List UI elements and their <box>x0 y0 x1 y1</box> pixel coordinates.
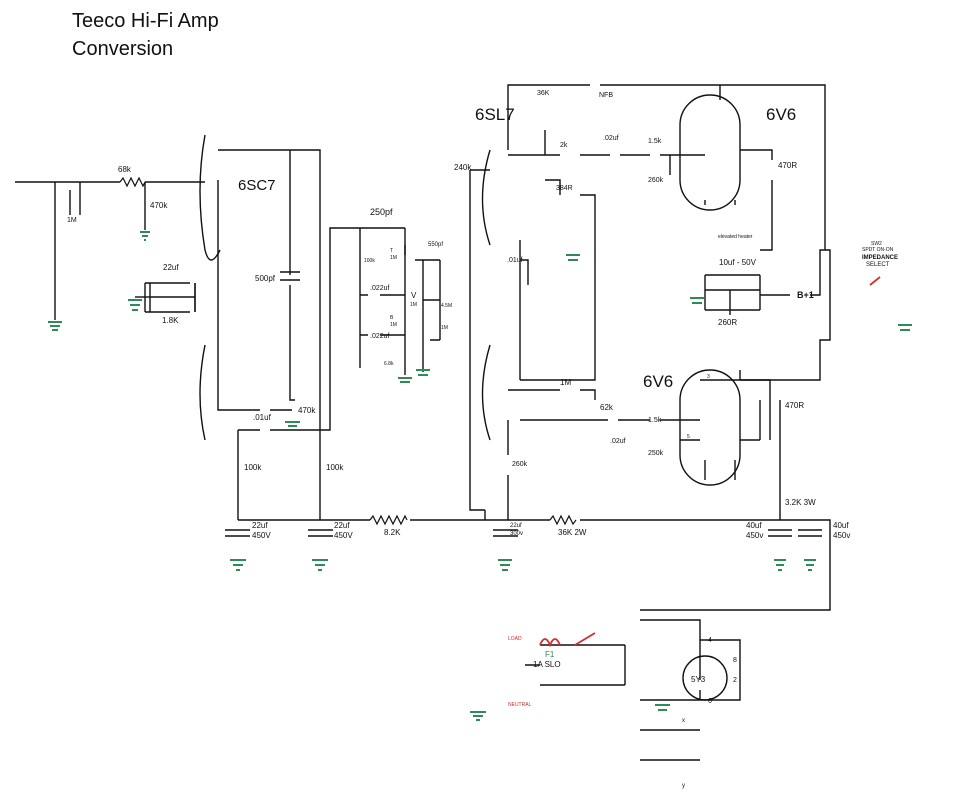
labels: 6SC7 6SL7 6V6 6V6 5Y3 68k 470k 1M 22uf 1… <box>67 90 898 789</box>
label-470k-b: 470k <box>298 406 316 415</box>
label-bplus: B+1 <box>797 290 814 300</box>
label-450v-e: 450v <box>746 531 763 540</box>
label-2k: 2k <box>560 142 568 149</box>
resistors <box>119 176 577 526</box>
label-470r-a: 470R <box>778 161 797 170</box>
label-02-a: .02uf <box>603 135 619 142</box>
label-22uf-b: 22uf <box>252 521 268 530</box>
label-450v-b: 450V <box>252 531 271 540</box>
label-01uf-a: .01uf <box>253 413 272 422</box>
label-3k2: 3.2K 3W <box>785 498 816 507</box>
label-100k-b: 100k <box>326 463 344 472</box>
label-5y3: 5Y3 <box>691 675 706 684</box>
label-pot-t: T <box>390 248 393 254</box>
tube-6sc7-upper <box>199 134 221 261</box>
label-470k-in: 470k <box>150 201 168 210</box>
label-100k-a: 100k <box>244 463 262 472</box>
label-250k: 250k <box>648 450 664 457</box>
label-40uf-b: 40uf <box>833 521 849 530</box>
label-1m-in: 1M <box>67 217 77 224</box>
ground-symbols <box>48 231 912 721</box>
label-heater: elevated heater <box>718 234 753 240</box>
label-470r-b: 470R <box>785 401 804 410</box>
label-6sc7: 6SC7 <box>238 177 276 194</box>
fuse-switch <box>539 276 881 648</box>
tubes <box>199 94 741 701</box>
label-x-out: x <box>682 718 685 724</box>
label-250pf: 250pf <box>370 207 393 217</box>
label-pot-1m: 1M <box>410 302 417 308</box>
label-pot-t-1m: 1M <box>390 255 397 261</box>
label-1k8: 1.8K <box>162 316 179 325</box>
wires <box>15 84 831 761</box>
label-022-b: .022uf <box>370 333 390 340</box>
label-6sl7: 6SL7 <box>475 105 515 124</box>
label-pin8: 8 <box>733 657 737 664</box>
label-550pf: 550pf <box>428 242 443 248</box>
label-pin2: 2 <box>733 677 737 684</box>
label-022-a: .022uf <box>370 285 390 292</box>
label-pot-b-1m: 1M <box>390 322 397 328</box>
label-nfb: NFB <box>599 92 613 99</box>
label-neutral: NEUTRAL <box>508 702 532 708</box>
tube-6sc7-lower <box>199 344 206 441</box>
label-1m-pi: 1M <box>560 378 571 387</box>
label-pin4: 4 <box>708 637 712 644</box>
schematic-subtitle: Conversion <box>72 38 174 60</box>
label-260k-g: 260k <box>648 177 664 184</box>
label-pin6: 6 <box>708 698 712 705</box>
label-22uf-d: 22uf <box>510 523 522 529</box>
label-01-b: .01uf <box>507 257 523 264</box>
label-y-out: y <box>682 783 685 789</box>
label-fuse-b: 1A SLO <box>533 660 561 669</box>
label-6v6-upper: 6V6 <box>766 105 796 124</box>
label-22uf-c: 22uf <box>334 521 350 530</box>
label-load: LOAD <box>508 636 522 642</box>
label-384r: 384R <box>556 185 573 192</box>
label-100k-tc: 100k <box>364 258 375 264</box>
capacitors <box>225 271 822 537</box>
label-sw2-d: SELECT <box>866 262 890 268</box>
label-sw2-c: IMPEDANCE <box>862 255 898 261</box>
label-450v-f: 450v <box>833 531 850 540</box>
label-pin5: 5 <box>687 434 690 440</box>
tube-5y3 <box>682 655 728 701</box>
label-22uf-a: 22uf <box>163 263 179 272</box>
label-6v6-lower: 6V6 <box>643 372 673 391</box>
label-4m7: 4.5M <box>441 303 452 309</box>
label-68k: 68k <box>118 165 132 174</box>
label-fuse-a: F1 <box>545 650 555 659</box>
tube-6v6-lower <box>679 369 741 486</box>
label-260k-pi: 260k <box>512 461 528 468</box>
tube-6sl7-upper <box>481 149 491 246</box>
label-260r: 260R <box>718 318 737 327</box>
label-1k5-a: 1.5k <box>648 138 662 145</box>
label-10uf: 10uf - 50V <box>719 258 757 267</box>
label-240k: 240k <box>454 163 472 172</box>
label-36k2w: 36K 2W <box>558 528 587 537</box>
schematic-title: Teeco Hi-Fi Amp <box>72 10 219 32</box>
label-1m-v: 1M <box>441 325 448 331</box>
label-450v-c: 450V <box>334 531 353 540</box>
label-02-b: .02uf <box>610 438 626 445</box>
label-6k8: 6.8k <box>384 361 394 367</box>
tube-6sl7-lower <box>481 344 491 441</box>
label-62k: 62k <box>600 403 614 412</box>
label-pot-v: V <box>411 291 417 300</box>
label-sw2-a: SW2 <box>871 241 882 247</box>
label-pin3: 3 <box>707 374 710 380</box>
label-500pf: 500pf <box>255 274 276 283</box>
tube-6v6-upper <box>679 94 741 211</box>
label-300v: 300v <box>510 531 523 537</box>
label-pot-b: B <box>390 315 394 321</box>
label-sw2-b: SPDT ON-ON <box>862 247 894 253</box>
label-36k: 36K <box>537 90 550 97</box>
label-40uf-a: 40uf <box>746 521 762 530</box>
label-8k2: 8.2K <box>384 528 401 537</box>
label-1k5-b: 1.5k <box>648 417 662 424</box>
